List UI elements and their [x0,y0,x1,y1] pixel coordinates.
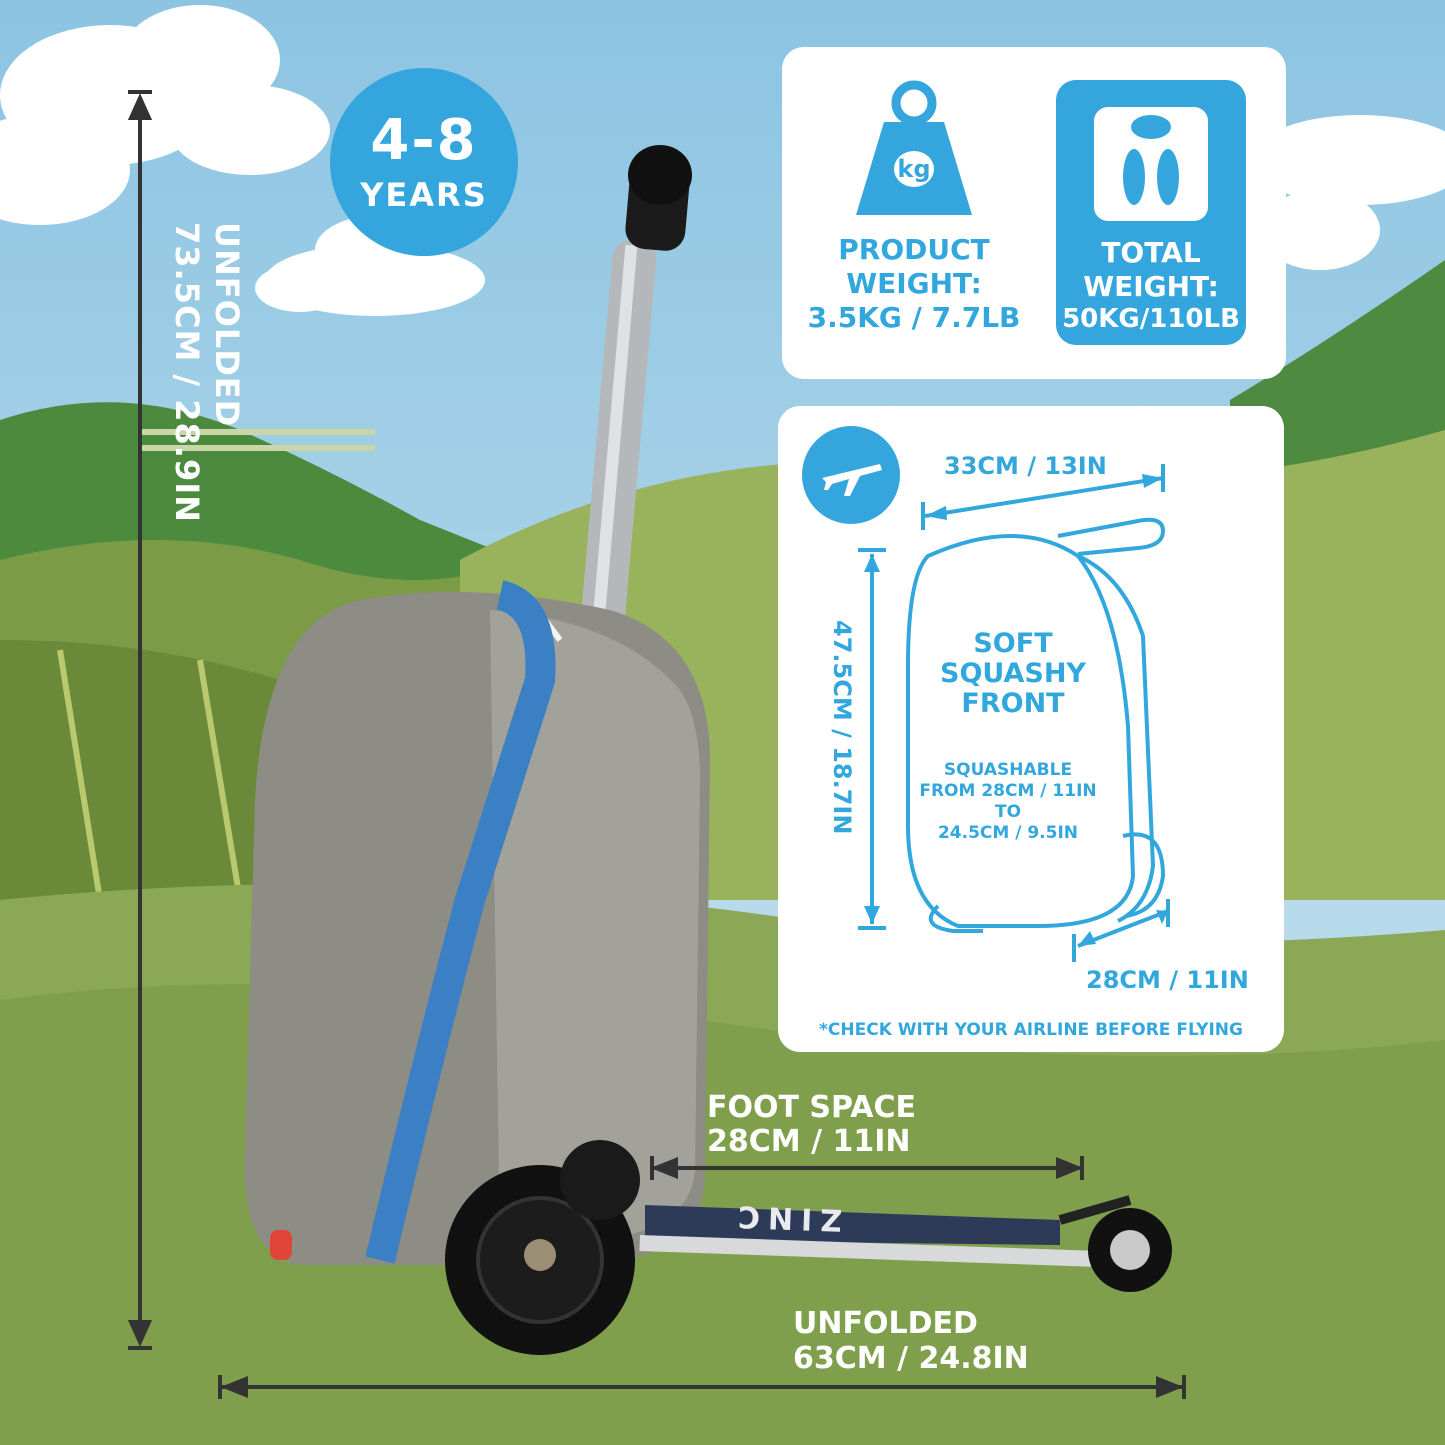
front-label-line2: SQUASHY [940,658,1086,689]
foot-space-value: 28CM / 11IN [707,1124,911,1159]
age-badge: 4-8 YEARS [330,68,518,256]
dimensions-card: 33CM / 13IN 47.5CM / 18.7IN 28CM / 11IN … [778,406,1284,1052]
product-weight-value: 3.5KG / 7.7LB [807,301,1021,334]
depth-dimension: 28CM / 11IN [1086,966,1249,994]
scooter-deck [645,1205,1060,1245]
squash-line1: SQUASHABLE [943,760,1073,780]
front-label-line3: FRONT [961,688,1065,719]
front-label-line1: SOFT [973,628,1053,659]
total-weight-label-line1: TOTAL [1101,236,1201,269]
airline-disclaimer: *CHECK WITH YOUR AIRLINE BEFORE FLYING [819,1020,1243,1040]
product-weight-label-line1: PRODUCT [838,233,990,266]
squash-line3: TO [994,802,1022,822]
zipper-band [365,580,556,1264]
cloud-center [255,215,485,316]
length-label: UNFOLDED [793,1306,978,1341]
total-weight-value: 50KG/110LB [1062,304,1240,334]
length-value: 63CM / 24.8IN [793,1341,1029,1376]
age-range: 4-8 [370,108,478,173]
total-weight-label-line2: WEIGHT: [1083,270,1219,303]
suitcase-outline-diagram [858,464,1170,962]
age-unit: YEARS [360,176,488,214]
weight-card: kg PRODUCT WEIGHT: 3.5KG / 7.7LB TOTAL W… [782,47,1286,379]
squash-line2: FROM 28CM / 11IN [919,781,1097,801]
bathroom-scale-icon [1094,107,1208,221]
cloud-right [1250,115,1445,270]
squash-line4: 24.5CM / 9.5IN [937,823,1079,843]
cloud-left [0,5,330,225]
airplane-icon [802,426,900,524]
total-weight-panel: TOTAL WEIGHT: 50KG/110LB [1056,80,1246,345]
kg-label: kg [894,151,934,187]
product-weight-label-line2: WEIGHT: [846,267,982,300]
foot-space-label: FOOT SPACE [707,1090,916,1125]
width-dimension: 33CM / 13IN [944,452,1107,480]
